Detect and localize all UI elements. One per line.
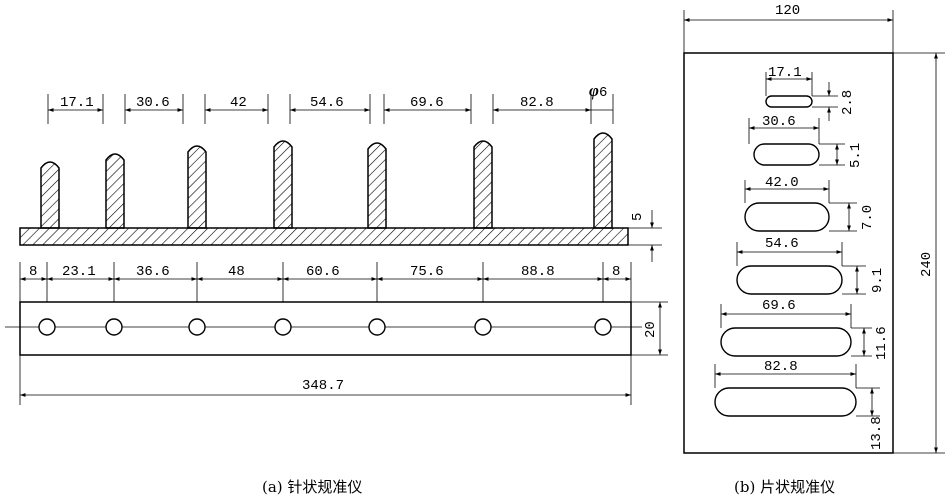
slot: 54.6 9.1 xyxy=(736,236,886,295)
hole-spacing-label: 8 xyxy=(612,264,620,280)
hole-spacing-label: 8 xyxy=(29,264,37,280)
hole xyxy=(105,318,123,336)
base-thickness-dimension: 5 xyxy=(628,210,662,262)
diameter-symbol: φ xyxy=(589,81,599,100)
slot: 42.0 7.0 xyxy=(744,175,876,232)
plate-width-dimension: 120 xyxy=(683,3,894,53)
hole-spacing-label: 88.8 xyxy=(521,264,555,280)
hole-spacing-label: 36.6 xyxy=(136,264,170,280)
flake-gauge-drawing: 120 240 17.1 2.8 30.6 xyxy=(683,3,945,496)
needle-gauge-caption: (a) 针状规准仪 xyxy=(262,478,362,496)
flake-gauge-caption: (b) 片状规准仪 xyxy=(734,478,835,496)
slot-width-label: 7.0 xyxy=(860,205,876,230)
slot-length-label: 54.6 xyxy=(765,236,799,252)
plate-height-label: 240 xyxy=(919,252,935,277)
slot: 69.6 11.6 xyxy=(720,298,890,360)
hole xyxy=(274,318,292,336)
slot-length-label: 30.6 xyxy=(762,114,796,130)
pin xyxy=(593,132,613,229)
slot-length-label: 82.8 xyxy=(764,359,798,375)
pin-diameter-value: 6 xyxy=(599,85,607,101)
flake-gauge-plate xyxy=(683,52,894,454)
pin-diameter-label: φ6 xyxy=(589,81,607,101)
hole-spacing-label: 48 xyxy=(228,264,245,280)
slot: 82.8 13.8 xyxy=(714,359,885,450)
pin xyxy=(40,161,60,229)
slot: 30.6 5.1 xyxy=(748,114,864,168)
pin xyxy=(187,145,207,229)
plate-width-dimension: 20 xyxy=(631,301,668,356)
total-length-dimension: 348.7 xyxy=(19,355,632,405)
pin-spacing-label: 17.1 xyxy=(60,95,94,111)
pin-spacing-label: 42 xyxy=(230,95,247,111)
hole xyxy=(368,318,386,336)
base-thickness-label: 5 xyxy=(630,213,646,221)
pin-spacing-label: 30.6 xyxy=(136,95,170,111)
needle-gauge-drawing: 5 xyxy=(5,81,668,496)
needle-gauge-base xyxy=(19,227,629,246)
pin xyxy=(367,142,387,229)
pin-spacing-label: 69.6 xyxy=(410,95,444,111)
hole-spacing-dimensions: 8 23.1 36.6 48 60.6 75.6 88.8 8 xyxy=(19,262,632,302)
pin-spacing-label: 82.8 xyxy=(520,95,554,111)
hole-spacing-label: 60.6 xyxy=(306,264,340,280)
total-length-label: 348.7 xyxy=(302,378,344,394)
slot-width-label: 5.1 xyxy=(848,143,864,168)
hole-spacing-label: 23.1 xyxy=(62,264,96,280)
slot-width-label: 11.6 xyxy=(874,326,890,360)
plate-height-dimension: 240 xyxy=(893,52,945,454)
slot-length-label: 17.1 xyxy=(768,65,802,81)
pin-spacing-dimensions: 17.1 30.6 42 54.6 69.6 82.8 φ6 xyxy=(47,81,614,124)
slot: 17.1 2.8 xyxy=(765,65,856,121)
holes xyxy=(38,318,612,336)
pin xyxy=(273,140,293,229)
plate-width-label: 20 xyxy=(643,321,659,338)
needle-gauge-plate-top-view xyxy=(19,301,632,356)
hole xyxy=(594,318,612,336)
pin xyxy=(105,153,125,229)
pin xyxy=(473,140,493,229)
hole xyxy=(188,318,206,336)
hole-spacing-label: 75.6 xyxy=(410,264,444,280)
slot-length-label: 42.0 xyxy=(765,175,799,191)
hole xyxy=(38,318,56,336)
slot-width-label: 2.8 xyxy=(840,90,856,115)
pin-spacing-label: 54.6 xyxy=(310,95,344,111)
slot-width-label: 9.1 xyxy=(870,268,886,293)
slot-length-label: 69.6 xyxy=(762,298,796,314)
plate-width-label: 120 xyxy=(775,3,800,19)
pins xyxy=(40,132,613,229)
hole xyxy=(474,318,492,336)
slot-width-label: 13.8 xyxy=(869,416,885,450)
